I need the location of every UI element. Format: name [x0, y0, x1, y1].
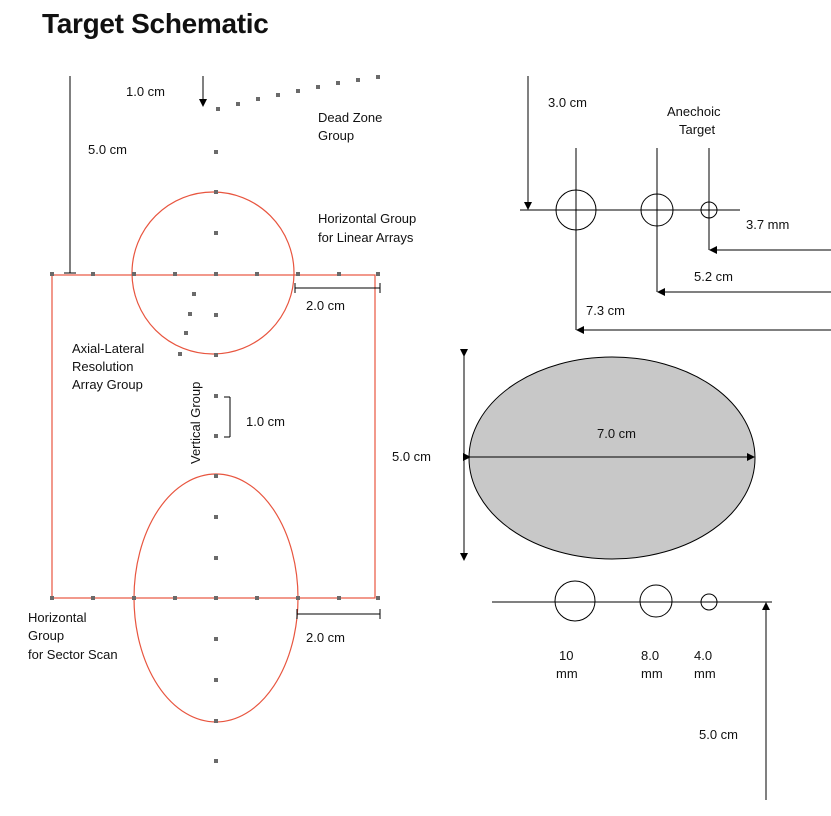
linear-array-circle — [131, 191, 295, 355]
pin-dot — [91, 272, 95, 276]
dead-zone-distance-label: 1.0 cm — [126, 84, 165, 99]
pin-dot — [214, 719, 218, 723]
pin-dot — [256, 97, 260, 101]
pin-dot — [214, 231, 218, 235]
pin-dots — [50, 75, 380, 763]
pin-dot — [184, 331, 188, 335]
target-outline-rect — [51, 274, 376, 599]
horizontal-linear-group-label: Horizontal Group for Linear Arrays — [318, 211, 420, 245]
pin-dot — [376, 75, 380, 79]
upper-offset-label: 2.0 cm — [306, 298, 345, 313]
dim-5-2-label: 5.2 cm — [694, 269, 733, 284]
vertical-spacing-label: 1.0 cm — [246, 414, 285, 429]
size-8-label: 8.0 mm — [641, 648, 663, 681]
bottom-distance-label: 5.0 cm — [699, 727, 738, 742]
pin-dot — [214, 394, 218, 398]
pin-dot — [188, 312, 192, 316]
bottom-target-4mm — [700, 593, 718, 611]
page-title: Target Schematic — [42, 8, 269, 39]
pin-dot — [214, 556, 218, 560]
pin-dot — [296, 272, 300, 276]
size-10-label: 10 mm — [556, 648, 578, 681]
pin-dot — [214, 678, 218, 682]
pin-dot — [316, 85, 320, 89]
anechoic-target-label: Anechoic Target — [667, 104, 724, 137]
pin-dot — [50, 272, 54, 276]
pin-dot — [50, 596, 54, 600]
pin-dot — [132, 596, 136, 600]
pin-dot — [192, 292, 196, 296]
pin-dot — [337, 596, 341, 600]
pin-dot — [236, 102, 240, 106]
bottom-target-8mm — [639, 584, 673, 618]
top-distance-label: 5.0 cm — [88, 142, 127, 157]
pin-dot — [276, 93, 280, 97]
ellipse-height-label: 5.0 cm — [392, 449, 431, 464]
pin-dot — [214, 637, 218, 641]
pin-dot — [255, 596, 259, 600]
pin-dot — [214, 434, 218, 438]
pin-dot — [376, 272, 380, 276]
size-4-label: 4.0 mm — [694, 648, 716, 681]
pin-dot — [337, 272, 341, 276]
pin-dot — [296, 89, 300, 93]
pin-dot — [173, 596, 177, 600]
pin-dot — [376, 596, 380, 600]
pin-dot — [132, 272, 136, 276]
pin-dot — [214, 759, 218, 763]
axial-lateral-group-label: Axial-Lateral Resolution Array Group — [72, 341, 148, 392]
pin-dot — [91, 596, 95, 600]
gray-ellipse-target — [468, 356, 756, 560]
ellipse-width-label: 7.0 cm — [597, 426, 636, 441]
pin-dot — [214, 515, 218, 519]
horizontal-sector-group-label: Horizontal Group for Sector Scan — [28, 610, 118, 662]
pin-dot — [214, 353, 218, 357]
vertical-group-label: Vertical Group — [188, 382, 203, 464]
pin-dot — [173, 272, 177, 276]
lower-offset-label: 2.0 cm — [306, 630, 345, 645]
pin-dot — [216, 107, 220, 111]
pin-dot — [296, 596, 300, 600]
pin-dot — [255, 272, 259, 276]
pin-dot — [214, 272, 218, 276]
pin-dot — [214, 313, 218, 317]
dead-zone-group-label: Dead Zone Group — [318, 110, 386, 143]
dim-3-7-label: 3.7 mm — [746, 217, 789, 232]
pin-dot — [178, 352, 182, 356]
pin-dot — [214, 596, 218, 600]
dim-7-3-label: 7.3 cm — [586, 303, 625, 318]
pin-dot — [214, 150, 218, 154]
anechoic-depth-label: 3.0 cm — [548, 95, 587, 110]
bottom-target-10mm — [554, 580, 596, 622]
pin-dot — [214, 190, 218, 194]
pin-dot — [214, 474, 218, 478]
pin-dot — [336, 81, 340, 85]
pin-dot — [356, 78, 360, 82]
